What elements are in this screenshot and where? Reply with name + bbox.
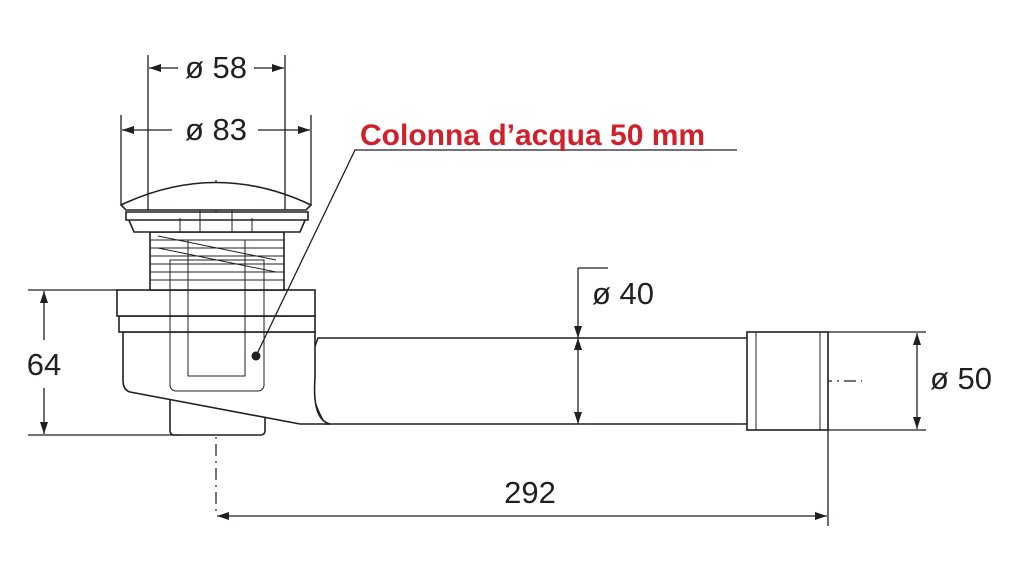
leader-line [255, 149, 737, 357]
d83-label: ø 83 [185, 112, 247, 147]
dimension-length: 292 [217, 430, 829, 526]
length-label: 292 [504, 475, 556, 510]
thread [149, 231, 285, 291]
d50-label: ø 50 [930, 361, 992, 396]
dimension-d50: ø 50 [828, 331, 992, 431]
water-column-label: Colonna d’acqua 50 mm [360, 119, 705, 152]
dimension-d58: ø 58 [147, 50, 286, 210]
d40-label: ø 40 [592, 276, 654, 311]
height-label: 64 [27, 347, 61, 382]
dimension-height: 64 [27, 289, 180, 436]
dimension-d83: ø 83 [120, 112, 312, 205]
d58-label: ø 58 [185, 50, 247, 85]
drain-pipe [309, 331, 829, 431]
dimension-d40: ø 40 [574, 267, 654, 424]
pipe-coupling [746, 331, 829, 431]
drain-cap [119, 181, 313, 233]
